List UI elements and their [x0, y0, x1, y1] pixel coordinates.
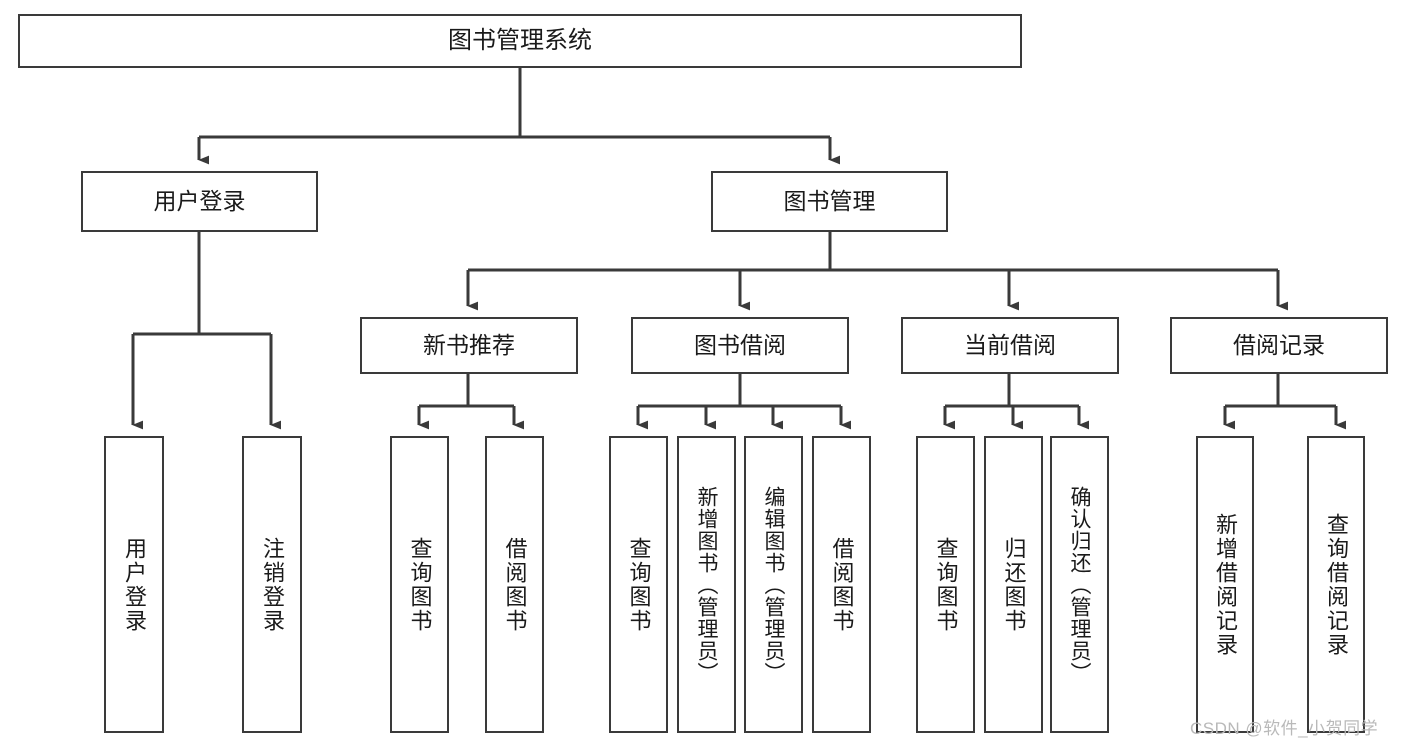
node-new-book-rec-label: 新书推荐: [423, 331, 515, 358]
node-leaf-user-logout-label: 注销登录: [260, 536, 285, 633]
node-borrow-record[interactable]: 借阅记录: [1170, 317, 1388, 374]
node-leaf-cb-confirm[interactable]: 确认归还（管理员）: [1050, 436, 1109, 733]
node-leaf-user-login-label: 用户登录: [122, 536, 147, 633]
node-leaf-cb-return-label: 归还图书: [1001, 536, 1027, 633]
node-leaf-bb-query[interactable]: 查询图书: [609, 436, 668, 733]
node-current-borrow-label: 当前借阅: [964, 331, 1056, 358]
node-leaf-br-add[interactable]: 新增借阅记录: [1196, 436, 1254, 733]
node-book-manage[interactable]: 图书管理: [711, 171, 948, 232]
node-book-borrow[interactable]: 图书借阅: [631, 317, 849, 374]
node-leaf-bb-edit-label: 编辑图书（管理员）: [762, 485, 785, 684]
node-leaf-cb-return[interactable]: 归还图书: [984, 436, 1043, 733]
node-new-book-rec[interactable]: 新书推荐: [360, 317, 578, 374]
node-leaf-user-login[interactable]: 用户登录: [104, 436, 164, 733]
node-leaf-cb-query[interactable]: 查询图书: [916, 436, 975, 733]
node-leaf-nbr-borrow[interactable]: 借阅图书: [485, 436, 544, 733]
node-leaf-br-query[interactable]: 查询借阅记录: [1307, 436, 1365, 733]
node-leaf-nbr-borrow-label: 借阅图书: [502, 536, 528, 633]
node-leaf-bb-edit[interactable]: 编辑图书（管理员）: [744, 436, 803, 733]
node-leaf-bb-query-label: 查询图书: [626, 536, 652, 633]
node-current-borrow[interactable]: 当前借阅: [901, 317, 1119, 374]
node-leaf-nbr-query[interactable]: 查询图书: [390, 436, 449, 733]
node-leaf-bb-add-label: 新增图书（管理员）: [695, 485, 718, 684]
node-leaf-user-logout[interactable]: 注销登录: [242, 436, 302, 733]
node-book-borrow-label: 图书借阅: [694, 331, 786, 358]
node-leaf-cb-confirm-label: 确认归还（管理员）: [1068, 485, 1091, 684]
node-leaf-nbr-query-label: 查询图书: [407, 536, 433, 633]
node-leaf-br-query-label: 查询借阅记录: [1324, 512, 1349, 657]
node-leaf-br-add-label: 新增借阅记录: [1213, 512, 1238, 657]
node-leaf-bb-borrow[interactable]: 借阅图书: [812, 436, 871, 733]
node-leaf-bb-borrow-label: 借阅图书: [829, 536, 855, 633]
node-root-label: 图书管理系统: [448, 26, 592, 54]
node-book-manage-label: 图书管理: [783, 187, 876, 214]
node-user-login[interactable]: 用户登录: [81, 171, 318, 232]
csdn-watermark: CSDN @软件_小贺同学: [1190, 719, 1379, 738]
node-leaf-bb-add[interactable]: 新增图书（管理员）: [677, 436, 736, 733]
node-leaf-cb-query-label: 查询图书: [933, 536, 959, 633]
node-user-login-label: 用户登录: [153, 187, 246, 214]
node-borrow-record-label: 借阅记录: [1233, 331, 1325, 358]
node-root[interactable]: 图书管理系统: [18, 14, 1022, 68]
